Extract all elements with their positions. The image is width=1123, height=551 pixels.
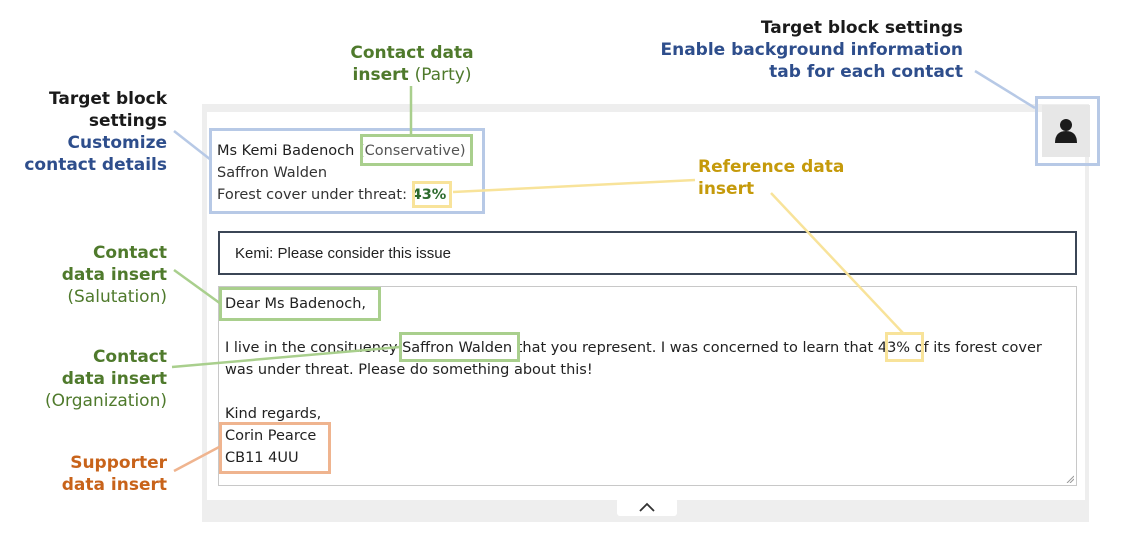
- subject-field[interactable]: [218, 231, 1077, 275]
- message-closing: Kind regards,: [225, 406, 322, 422]
- contact-constituency: Saffron Walden: [217, 165, 328, 181]
- subject-input[interactable]: [220, 233, 1075, 273]
- chevron-up-icon: [639, 502, 655, 512]
- message-body: I live in the consituency Saffron Walden…: [225, 340, 1042, 378]
- annotation-contact-salutation: Contact data insert (Salutation): [61, 243, 167, 307]
- person-icon: [1055, 119, 1077, 143]
- contact-party: (Conservative): [358, 143, 466, 159]
- annotation-contact-party: Contact data insert (Party): [350, 43, 474, 85]
- resize-grip-icon[interactable]: [1066, 475, 1074, 483]
- contact-name: Ms Kemi Badenoch: [217, 143, 355, 159]
- reference-label: Forest cover under threat:: [217, 187, 407, 203]
- annotation-reference: Reference data insert: [698, 157, 845, 199]
- annotation-contact-organization: Contact data insert (Organization): [45, 347, 167, 411]
- message-textarea[interactable]: Dear Ms Badenoch, I live in the consitue…: [218, 286, 1077, 486]
- message-reference-value: 43%: [877, 340, 911, 356]
- signature-postcode: CB11 4UU: [225, 450, 299, 466]
- annotation-target-top-right: Target block settings Enable background …: [660, 18, 964, 82]
- reference-value: 43%: [411, 187, 447, 203]
- contact-details: Ms Kemi Badenoch (Conservative) Saffron …: [217, 140, 466, 206]
- annotation-target-left: Target block settings Customize contact …: [24, 89, 167, 175]
- signature-name: Corin Pearce: [225, 428, 317, 444]
- message-organization: Saffron Walden: [402, 340, 513, 356]
- background-info-tab[interactable]: [1042, 105, 1090, 157]
- message-salutation: Dear Ms Badenoch,: [225, 296, 367, 312]
- collapse-button[interactable]: [617, 498, 677, 516]
- annotation-supporter: Supporter data insert: [61, 453, 167, 495]
